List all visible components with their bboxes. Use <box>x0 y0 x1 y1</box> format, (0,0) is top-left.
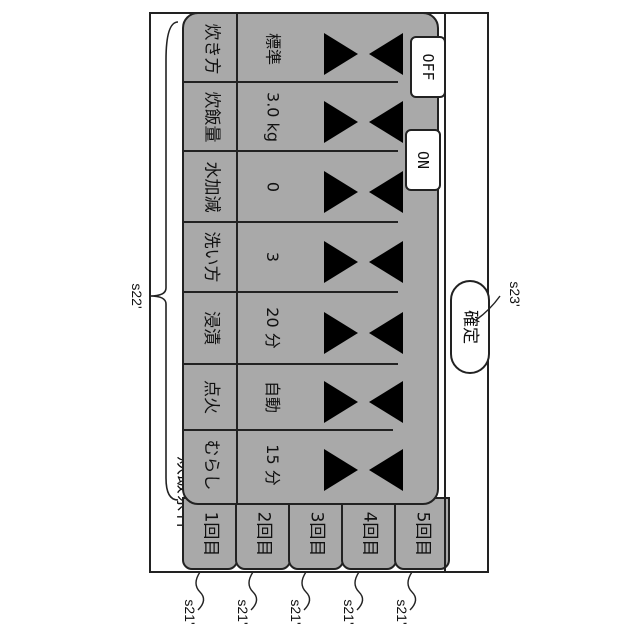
confirm-leader <box>476 296 500 320</box>
tab-reference: s21' <box>286 590 306 634</box>
confirm-reference: s23' <box>504 269 526 319</box>
tab-reference: s21' <box>339 590 359 634</box>
tab-reference: s21' <box>392 590 412 634</box>
conditions-reference: s22' <box>126 271 148 321</box>
conditions-brace <box>150 22 178 500</box>
tab-reference: s21' <box>180 590 200 634</box>
tab-reference: s21' <box>233 590 253 634</box>
